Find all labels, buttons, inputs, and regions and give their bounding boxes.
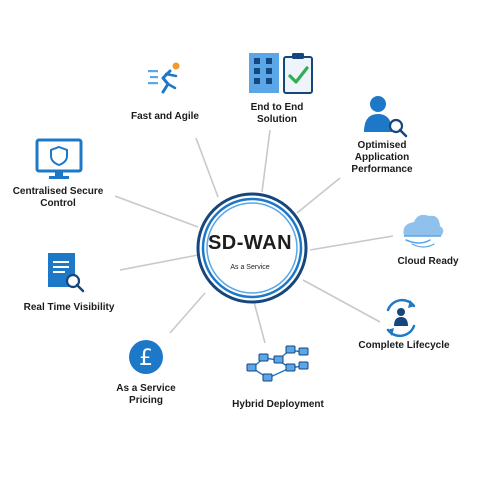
building-checklist-icon [249, 53, 313, 94]
label-fast-agile: Fast and Agile [131, 111, 199, 122]
connector-fast-agile [195, 137, 219, 198]
label-end-to-end: End to End Solution [250, 102, 304, 125]
hub-subtitle: As a Service [230, 264, 270, 271]
network-icon [246, 345, 309, 382]
runner-icon [148, 62, 180, 94]
connector-lifecycle [302, 279, 381, 323]
hub-circle [196, 192, 308, 304]
connector-cloud-ready [309, 235, 394, 251]
label-cloud-ready: Cloud Ready [397, 256, 459, 267]
svg-text:£: £ [139, 346, 153, 371]
connector-visibility [119, 254, 199, 271]
label-lifecycle: Complete Lifecycle [358, 340, 450, 351]
user-search-icon [364, 96, 408, 138]
label-visibility: Real Time Visibility [23, 302, 115, 313]
hub-title: SD-WAN [207, 232, 293, 254]
connector-end-to-end [261, 129, 271, 193]
label-optimised: Optimised Application Performance [351, 140, 413, 175]
connector-hybrid [253, 301, 266, 344]
user-cycle-icon [386, 298, 416, 338]
label-secure-control: Centralised Secure Control [12, 186, 104, 209]
pound-coin-icon: £ [129, 340, 163, 374]
connector-secure-control [114, 195, 199, 228]
monitor-shield-icon [35, 138, 83, 179]
cloud-icon [403, 214, 444, 248]
connector-pricing [169, 292, 206, 334]
connector-optimised [296, 177, 341, 214]
document-search-icon [48, 253, 85, 293]
label-pricing: As a Service Pricing [116, 383, 176, 406]
connector-lines [114, 129, 394, 344]
label-hybrid: Hybrid Deployment [232, 399, 324, 410]
